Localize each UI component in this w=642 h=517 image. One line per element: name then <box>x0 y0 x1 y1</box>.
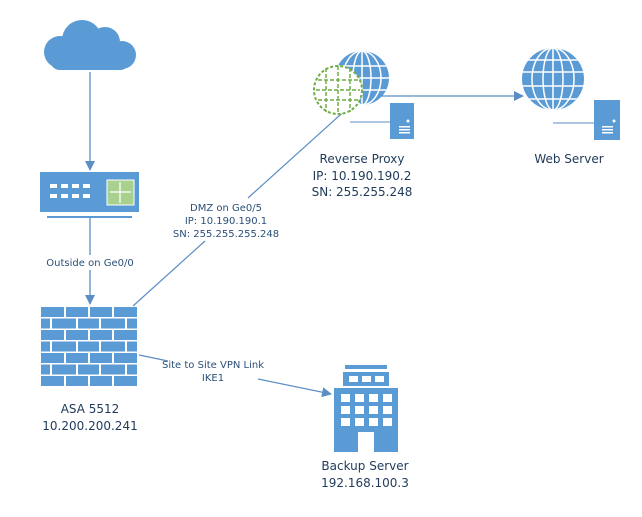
building-window <box>369 406 378 414</box>
building-window <box>355 406 364 414</box>
building-window <box>369 394 378 402</box>
firewall-brick <box>114 307 137 317</box>
building-window <box>383 406 392 414</box>
vpn-link-lower <box>257 378 332 398</box>
firewall-ip: 10.200.200.241 <box>42 419 137 433</box>
firewall-brick <box>41 341 50 352</box>
firewall-brick <box>66 307 88 317</box>
building-window <box>341 394 350 402</box>
cloud-icon <box>44 20 136 70</box>
firewall-brick <box>127 364 137 375</box>
building-window <box>375 376 384 382</box>
building-window <box>369 418 378 426</box>
firewall-brick <box>66 376 88 386</box>
firewall-brick <box>114 376 137 386</box>
building-door <box>358 432 374 452</box>
firewall-icon <box>41 307 137 386</box>
firewall-brick <box>78 341 99 352</box>
firewall-brick <box>41 353 64 363</box>
dmz-label-ip: IP: 10.190.190.1 <box>185 216 267 227</box>
dmz-link <box>132 240 206 307</box>
firewall-brick <box>114 330 137 340</box>
firewall-brick <box>41 330 64 340</box>
firewall-brick <box>101 318 125 329</box>
proxy-server-icon <box>390 103 414 139</box>
firewall-brick <box>41 364 50 375</box>
switch-icon <box>40 172 139 218</box>
dmz-label-sn: SN: 255.255.255.248 <box>173 229 279 240</box>
building-window <box>355 394 364 402</box>
building-window <box>355 418 364 426</box>
firewall-brick <box>66 330 88 340</box>
web-server-icon <box>594 100 620 140</box>
firewall-brick <box>52 318 76 329</box>
proxy-ip: IP: 10.190.190.2 <box>313 169 412 183</box>
firewall-brick <box>78 364 99 375</box>
building-window <box>349 376 358 382</box>
dmz-label-interface: DMZ on Ge0/5 <box>190 203 262 214</box>
firewall-brick <box>90 307 112 317</box>
firewall-brick <box>127 341 137 352</box>
firewall-brick <box>101 341 125 352</box>
dmz-link-upper <box>247 96 361 199</box>
web-server-name: Web Server <box>534 152 603 166</box>
vpn-label-protocol: IKE1 <box>202 373 224 384</box>
firewall-brick <box>101 364 125 375</box>
firewall-brick <box>52 364 76 375</box>
firewall-brick <box>127 318 137 329</box>
firewall-brick <box>90 376 112 386</box>
building-window <box>341 406 350 414</box>
backup-server-ip: 192.168.100.3 <box>321 476 409 490</box>
proxy-sn: SN: 255.255.248 <box>312 185 413 199</box>
firewall-brick <box>41 307 64 317</box>
outside-link-label: Outside on Ge0/0 <box>46 258 133 269</box>
firewall-brick <box>78 318 99 329</box>
firewall-brick <box>41 376 64 386</box>
building-window <box>383 418 392 426</box>
firewall-name: ASA 5512 <box>61 402 120 416</box>
web-globe-icon <box>522 48 584 110</box>
firewall-brick <box>90 353 112 363</box>
firewall-brick <box>66 353 88 363</box>
vpn-link <box>138 354 169 362</box>
building-window <box>341 418 350 426</box>
building-icon <box>334 365 398 452</box>
firewall-brick <box>114 353 137 363</box>
firewall-brick <box>52 341 76 352</box>
building-window <box>383 394 392 402</box>
proxy-name: Reverse Proxy <box>320 152 405 166</box>
vpn-label-name: Site to Site VPN Link <box>162 360 264 371</box>
building-window <box>362 376 371 382</box>
firewall-brick <box>41 318 50 329</box>
firewall-brick <box>90 330 112 340</box>
proxy-globe-icon <box>313 51 389 115</box>
backup-server-name: Backup Server <box>321 459 408 473</box>
